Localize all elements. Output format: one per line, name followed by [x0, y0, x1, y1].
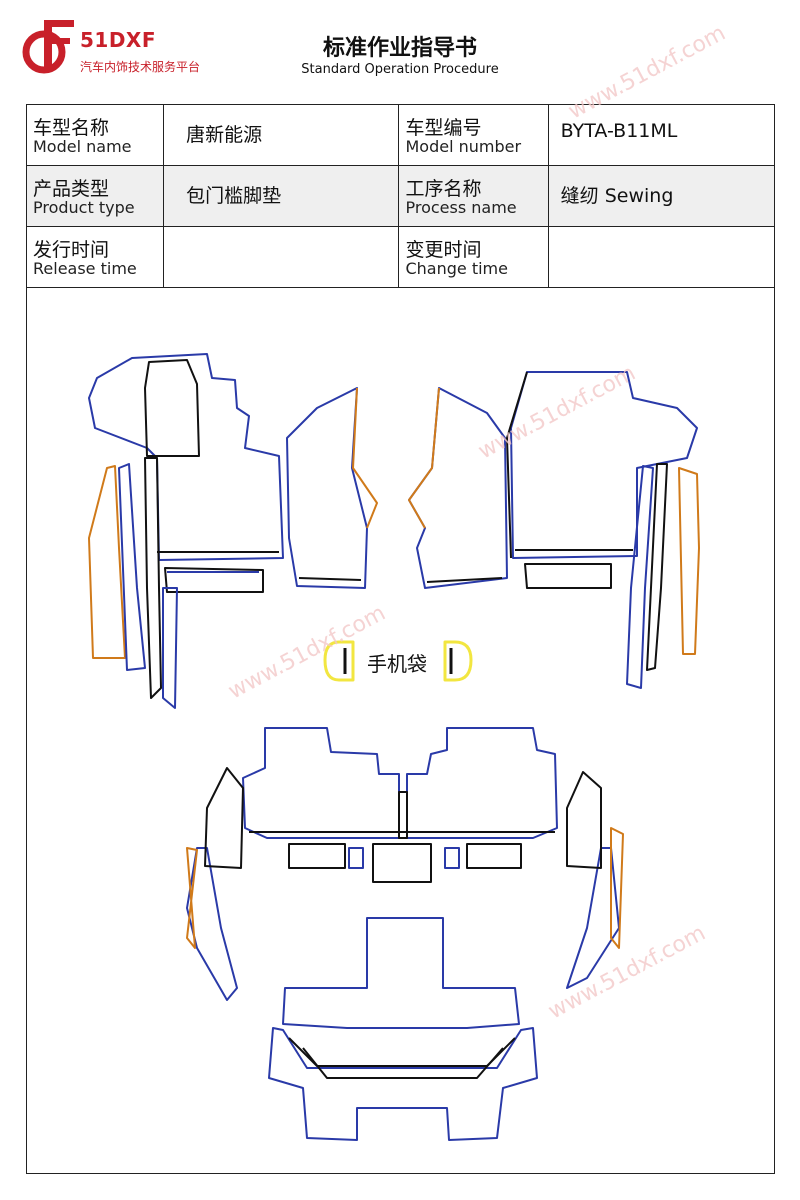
brand-name: 51DXF [80, 28, 157, 52]
product-type-label-en: Product type [33, 198, 135, 217]
change-time-label: 变更时间 Change time [398, 226, 549, 288]
change-time-label-en: Change time [405, 259, 508, 278]
second-row-mats [242, 727, 558, 883]
process-name-label-en: Process name [405, 198, 517, 217]
front-right-mat [506, 371, 698, 589]
change-time-label-cn: 变更时间 [405, 239, 482, 261]
model-name-label-en: Model name [33, 137, 132, 156]
brand-logo: 51DXF 汽车内饰技术服务平台 [22, 18, 242, 80]
logo-mark-icon [22, 20, 74, 74]
page-subtitle: Standard Operation Procedure [301, 62, 499, 77]
release-time-cell [163, 226, 400, 288]
model-number-value: BYTA-B11ML [560, 120, 678, 142]
product-type-value: 包门槛脚垫 [186, 185, 282, 207]
mat-outline-drawing [88, 353, 700, 1141]
process-name-label-cn: 工序名称 [405, 178, 482, 200]
model-number-label-en: Model number [405, 137, 522, 156]
process-name-value: 缝纫 Sewing [560, 185, 674, 207]
phone-pocket-marker [323, 640, 473, 682]
release-time-label: 发行时间 Release time [25, 226, 165, 288]
product-type-cell: 包门槛脚垫 [163, 165, 400, 227]
release-time-label-en: Release time [33, 259, 137, 278]
info-table: 车型名称 Model name 唐新能源 车型编号 Model number B… [25, 104, 776, 288]
info-row-product: 产品类型 Product type 包门槛脚垫 工序名称 Process nam… [25, 165, 776, 227]
third-row-mat [268, 917, 538, 1141]
model-name-label: 车型名称 Model name [25, 104, 165, 166]
model-number-cell: BYTA-B11ML [547, 104, 776, 166]
info-row-model: 车型名称 Model name 唐新能源 车型编号 Model number B… [25, 104, 776, 166]
model-number-label: 车型编号 Model number [398, 104, 549, 166]
model-number-label-cn: 车型编号 [405, 117, 482, 139]
release-time-label-cn: 发行时间 [33, 239, 110, 261]
product-type-label: 产品类型 Product type [25, 165, 165, 227]
second-row-side-sills [186, 767, 624, 1001]
process-name-label: 工序名称 Process name [398, 165, 549, 227]
mat-pattern-diagram: 手机袋 [26, 288, 775, 1174]
phone-pocket-label: 手机袋 [367, 652, 427, 676]
model-name-value: 唐新能源 [186, 124, 263, 146]
change-time-cell [547, 226, 776, 288]
page-title: 标准作业指导书 [322, 36, 477, 61]
front-left-mat [88, 353, 284, 593]
brand-tagline: 汽车内饰技术服务平台 [80, 60, 201, 74]
front-center-left-mat [286, 387, 378, 589]
product-type-label-cn: 产品类型 [33, 178, 110, 200]
left-sill-strip [88, 457, 178, 709]
info-row-time: 发行时间 Release time 变更时间 Change time [25, 226, 776, 288]
model-name-label-cn: 车型名称 [33, 117, 110, 139]
process-name-cell: 缝纫 Sewing [547, 165, 776, 227]
right-sill-strip [626, 463, 700, 689]
model-name-cell: 唐新能源 [163, 104, 400, 166]
front-center-right-mat [408, 387, 508, 589]
